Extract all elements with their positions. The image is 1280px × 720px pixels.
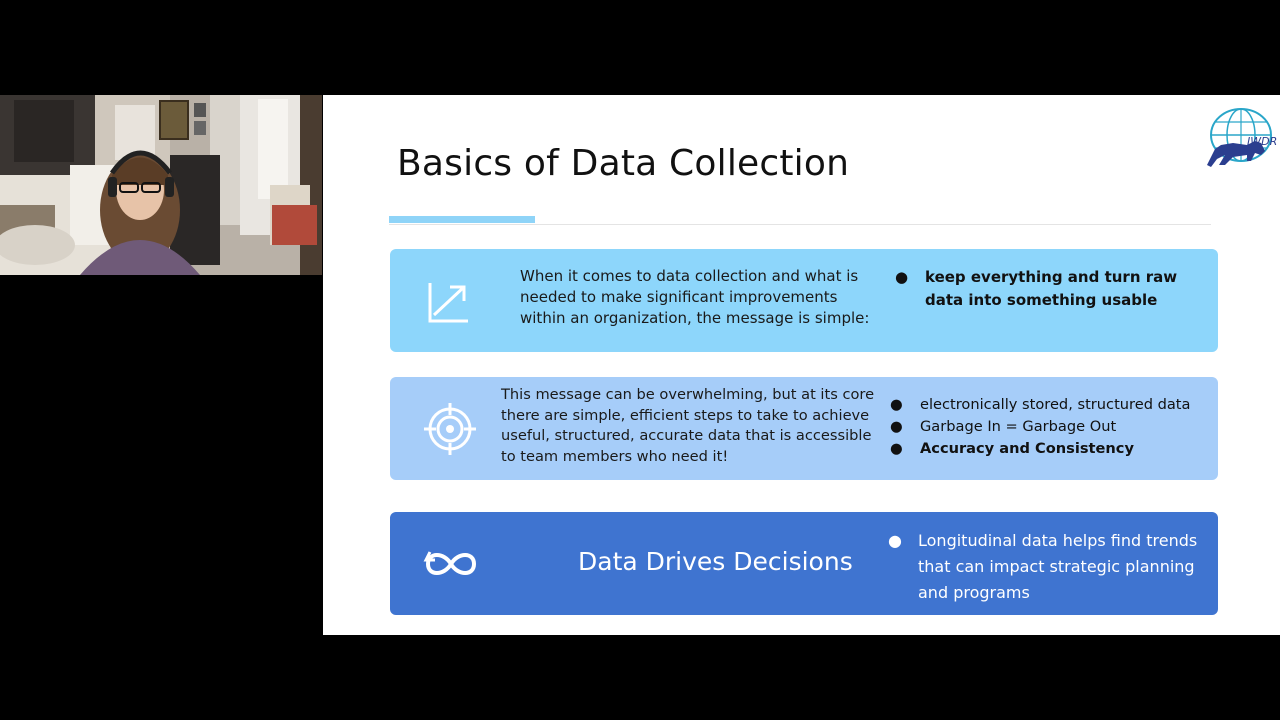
card-3-heading: Data Drives Decisions [578, 547, 853, 576]
bullet-dot: ● [890, 418, 903, 435]
bullet-text: keep everything and turn raw data into s… [925, 268, 1178, 309]
title-divider [389, 224, 1211, 225]
bullet-text: Longitudinal data helps find trends that… [918, 531, 1198, 602]
card-1-text: When it comes to data collection and wha… [520, 267, 870, 327]
card-2-text: This message can be overwhelming, but at… [501, 386, 875, 465]
bullet-item: ● Accuracy and Consistency [890, 438, 1210, 460]
info-card-3: Data Drives Decisions ● Longitudinal data… [390, 512, 1218, 615]
infinity-loop-icon [420, 538, 477, 590]
globe-wolf-logo-icon: IWDR [1207, 108, 1277, 167]
bullet-dot: ● [890, 440, 903, 457]
bullet-text: Garbage In = Garbage Out [920, 418, 1117, 435]
bullet-item: ● Garbage In = Garbage Out [890, 416, 1210, 438]
logo-text: IWDR [1247, 135, 1277, 148]
bullet-dot: ● [890, 396, 903, 413]
title-accent-bar [389, 216, 535, 223]
info-card-2: This message can be overwhelming, but at… [390, 377, 1218, 480]
bullet-item: ● keep everything and turn raw data into … [895, 266, 1195, 312]
bullet-text: Accuracy and Consistency [920, 440, 1134, 457]
card-3-bullets: ● Longitudinal data helps find trends tha… [888, 528, 1208, 606]
bullet-dot: ● [895, 268, 909, 286]
iwdr-logo: IWDR [1203, 105, 1279, 171]
bullet-text: electronically stored, structured data [920, 396, 1191, 413]
presentation-slide: Basics of Data Collection IWDR When it c… [323, 95, 1280, 635]
card-2-bullets: ●electronically stored, structured data … [890, 394, 1210, 460]
trend-arrow-icon [420, 275, 476, 327]
bullet-item: ● electronically stored, structured data [890, 394, 1210, 416]
bullet-item: ● Longitudinal data helps find trends tha… [888, 528, 1208, 606]
webcam-scene-image [0, 95, 322, 275]
slide-title: Basics of Data Collection [397, 143, 850, 184]
webcam-video-tile [0, 95, 322, 275]
target-icon [420, 403, 476, 455]
info-card-1: When it comes to data collection and wha… [390, 249, 1218, 352]
card-1-bullets: ● keep everything and turn raw data into … [895, 266, 1195, 312]
bullet-dot: ● [888, 531, 902, 550]
